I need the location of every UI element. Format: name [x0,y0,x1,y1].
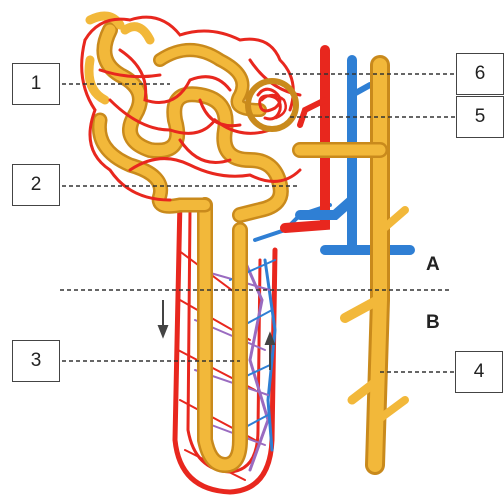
zone-label-a: A [426,254,440,276]
callout-2: 2 [12,164,60,206]
arrow-down-icon [159,326,167,336]
callout-3: 3 [12,340,60,382]
callout-1: 1 [12,63,60,105]
zone-label-b: B [426,312,440,334]
callout-5: 5 [456,96,504,138]
callout-4: 4 [455,351,503,393]
callout-6: 6 [456,53,504,95]
loop-of-henle [205,205,240,465]
